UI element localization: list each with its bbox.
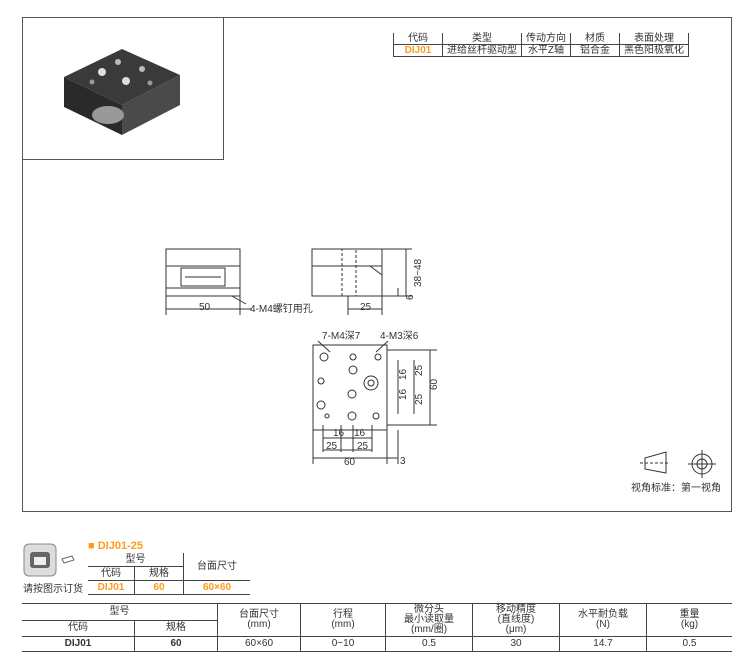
dim-16-b: 16 <box>398 388 409 400</box>
dim-16-a: 16 <box>398 368 409 380</box>
label-m3-holes: 4-M3深6 <box>380 330 419 342</box>
spec-value-code: DIJ01 <box>393 44 443 57</box>
dim-25-c: 25 <box>326 441 338 452</box>
main-value-spec: 60 <box>134 636 218 652</box>
order-bullet: ■ <box>88 540 98 552</box>
side-view <box>311 248 412 315</box>
dim-60-horizontal: 60 <box>344 457 356 468</box>
order-table: 型号 台面尺寸 代码 规格 DIJ01 60 60×60 <box>88 553 250 595</box>
main-header-weight-l1: 重量 <box>679 609 700 620</box>
main-value-accuracy: 30 <box>472 636 560 652</box>
main-header-micro-l1: 微分头 <box>414 604 444 615</box>
main-value-size: 60×60 <box>217 636 301 652</box>
main-header-load-l2: (N) <box>596 619 610 630</box>
order-header-size: 台面尺寸 <box>183 553 250 581</box>
order-title: ■ DIJ01-25 <box>88 540 143 552</box>
main-header-micro-l3: (mm/圈) <box>410 624 448 635</box>
main-header-stroke-l1: 行程 <box>333 609 353 620</box>
dim-25-d: 25 <box>357 441 369 452</box>
dim-3: 3 <box>400 456 406 467</box>
drawing-frame <box>22 17 732 512</box>
main-header-spec: 规格 <box>134 619 218 637</box>
order-header-code: 代码 <box>88 566 135 581</box>
main-header-accuracy: 移动精度(直线度)(μm) <box>472 603 560 637</box>
main-spec-table: 型号 台面尺寸(mm) 行程(mm) 微分头最小读取量(mm/圈) 移动精度(直… <box>22 603 732 652</box>
dim-height: 38~48 <box>413 258 424 287</box>
technical-drawing: 50 4-M4螺钉用孔 25 6 38~48 7-M4深7 4-M3深6 16 … <box>165 248 721 494</box>
main-header-size-l1: 台面尺寸 <box>239 609 279 620</box>
product-photo <box>64 49 180 135</box>
front-view <box>165 248 252 315</box>
order-header-model: 型号 <box>88 553 184 567</box>
order-caption: 请按图示订货 <box>23 584 83 595</box>
top-view <box>312 340 437 464</box>
spec-value-surface: 黑色阳极氧化 <box>619 44 689 57</box>
main-header-acc-l1: 移动精度 <box>496 604 536 615</box>
main-value-stroke: 0~10 <box>300 636 386 652</box>
main-header-model: 型号 <box>22 603 218 621</box>
spec-value-material: 铝合金 <box>570 44 620 57</box>
spec-table: 代码 类型 传动方向 材质 表面处理 DIJ01 进给丝杆驱动型 水平Z轴 铝合… <box>393 33 689 57</box>
product-photo-box <box>22 17 224 160</box>
dim-16-d: 16 <box>354 428 366 439</box>
dim-16-c: 16 <box>333 428 345 439</box>
dim-side-25: 25 <box>360 302 372 313</box>
main-header-acc-l3: (μm) <box>505 624 527 635</box>
main-header-weight-l2: (kg) <box>680 619 699 630</box>
label-m4-holes: 7-M4深7 <box>322 330 361 342</box>
main-value-micro: 0.5 <box>385 636 473 652</box>
main-header-micrometer: 微分头最小读取量(mm/圈) <box>385 603 473 637</box>
dim-6: 6 <box>405 294 416 300</box>
order-header-spec: 规格 <box>134 566 184 581</box>
main-header-stroke: 行程(mm) <box>300 603 386 637</box>
main-value-load: 14.7 <box>559 636 647 652</box>
main-value-code: DIJ01 <box>22 636 135 652</box>
main-header-acc-l2: (直线度) <box>497 614 535 625</box>
dim-width-50: 50 <box>199 302 211 313</box>
main-header-code: 代码 <box>22 619 135 637</box>
main-value-weight: 0.5 <box>646 636 732 652</box>
main-header-load: 水平耐负载(N) <box>559 603 647 637</box>
projection-symbol-icon <box>640 450 716 478</box>
dim-60-vertical: 60 <box>429 378 440 390</box>
order-phone-icon <box>23 543 75 577</box>
main-header-stroke-l2: (mm) <box>331 619 355 630</box>
dim-25-a: 25 <box>414 364 425 376</box>
main-header-size: 台面尺寸(mm) <box>217 603 301 637</box>
order-title-text: DIJ01-25 <box>97 540 143 552</box>
main-header-micro-l2: 最小读取量 <box>404 614 454 625</box>
label-bolt-holes: 4-M4螺钉用孔 <box>250 303 313 315</box>
main-header-size-l2: (mm) <box>247 619 271 630</box>
order-value-code: DIJ01 <box>88 580 135 595</box>
main-header-weight: 重量(kg) <box>646 603 732 637</box>
view-standard-label: 视角标准：第一视角 <box>631 481 721 494</box>
order-value-spec: 60 <box>134 580 184 595</box>
order-value-size: 60×60 <box>183 580 250 595</box>
dim-25-b: 25 <box>414 393 425 405</box>
main-header-load-l1: 水平耐负载 <box>578 609 628 620</box>
